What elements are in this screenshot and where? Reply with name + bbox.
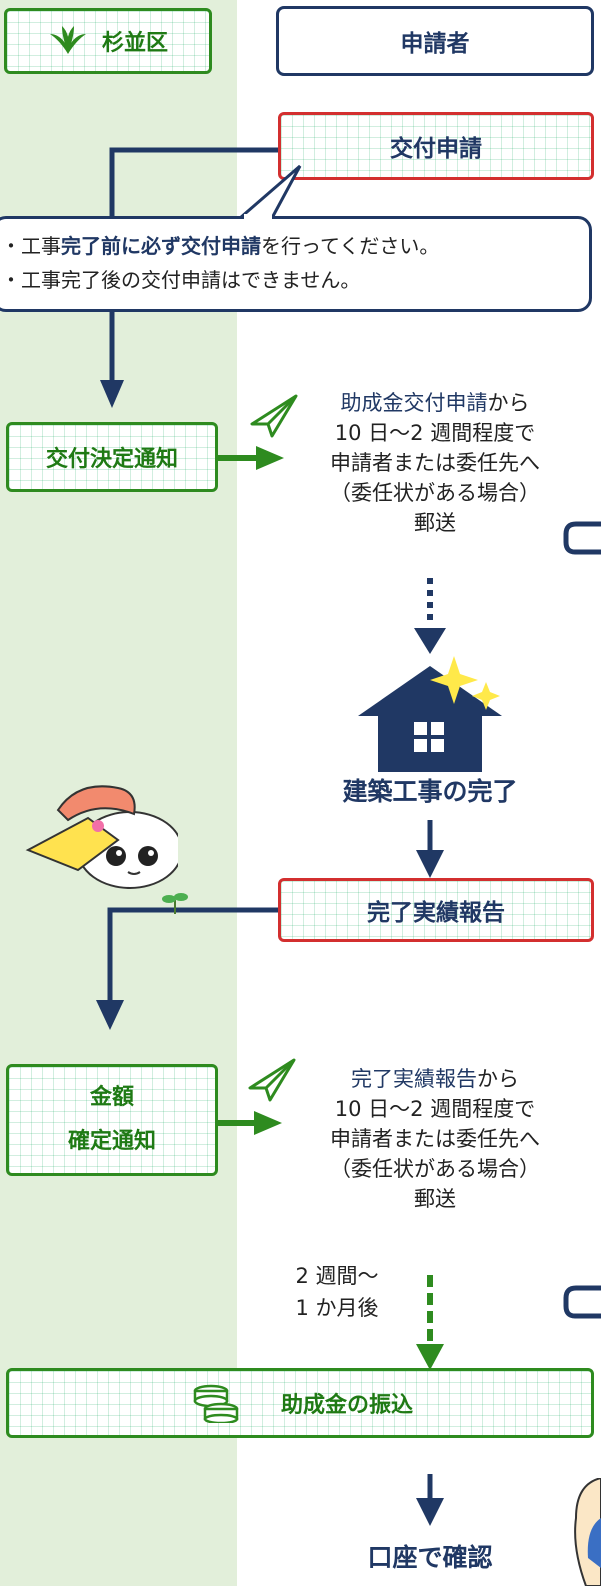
construction-complete-label: 建築工事の完了 — [342, 777, 518, 806]
decision-description: 助成金交付申請から 10 日～2 週間程度で 申請者または委任先へ （委任状があ… — [330, 391, 540, 535]
callout-line-1: ・工事完了前に必ず交付申請を行ってください。 — [1, 234, 440, 258]
amount-description: 完了実績報告から 10 日～2 週間程度で 申請者または委任先へ （委任状がある… — [330, 1067, 540, 1211]
house-icon — [358, 666, 502, 772]
amount-notice-line-2: 確定通知 — [67, 1129, 156, 1154]
sparkle-icon — [430, 656, 500, 710]
callout-line-2: ・工事完了後の交付申請はできません。 — [1, 268, 361, 292]
transfer-box: 助成金の振込 — [6, 1368, 594, 1438]
character-icon — [574, 1478, 601, 1586]
confirm-label: 口座で確認 — [367, 1543, 493, 1572]
paper-plane-icon — [248, 1058, 296, 1102]
completion-report-box: 完了実績報告 — [278, 878, 594, 942]
completion-report-label: 完了実績報告 — [367, 900, 505, 926]
ward-label: 杉並区 — [101, 31, 168, 56]
paper-plane-icon — [250, 394, 298, 438]
transfer-label: 助成金の振込 — [280, 1393, 413, 1418]
amount-notice-box: 金額 確定通知 — [6, 1064, 218, 1176]
callout-pointer — [239, 164, 302, 220]
sprout-icon — [162, 893, 188, 914]
applicant-label: 申請者 — [400, 31, 470, 57]
grant-application-label: 交付申請 — [390, 136, 482, 162]
warning-callout: ・工事完了前に必ず交付申請を行ってください。 ・工事完了後の交付申請はできません… — [0, 216, 592, 312]
decision-notice-box: 交付決定通知 — [6, 422, 218, 492]
wait-period: 2 週間～ 1 か月後 — [295, 1264, 379, 1320]
decision-notice-label: 交付決定通知 — [45, 447, 178, 472]
amount-link[interactable]: 完了実績報告 — [351, 1067, 477, 1091]
ward-logo-icon — [49, 26, 86, 54]
applicant-header: 申請者 — [276, 6, 594, 76]
mascot-icon — [25, 785, 178, 889]
coins-icon — [193, 1384, 239, 1423]
amount-notice-line-1: 金額 — [89, 1085, 134, 1110]
grant-application-box: 交付申請 — [278, 112, 594, 180]
ward-header: 杉並区 — [4, 8, 212, 74]
decision-link[interactable]: 助成金交付申請 — [340, 391, 488, 415]
